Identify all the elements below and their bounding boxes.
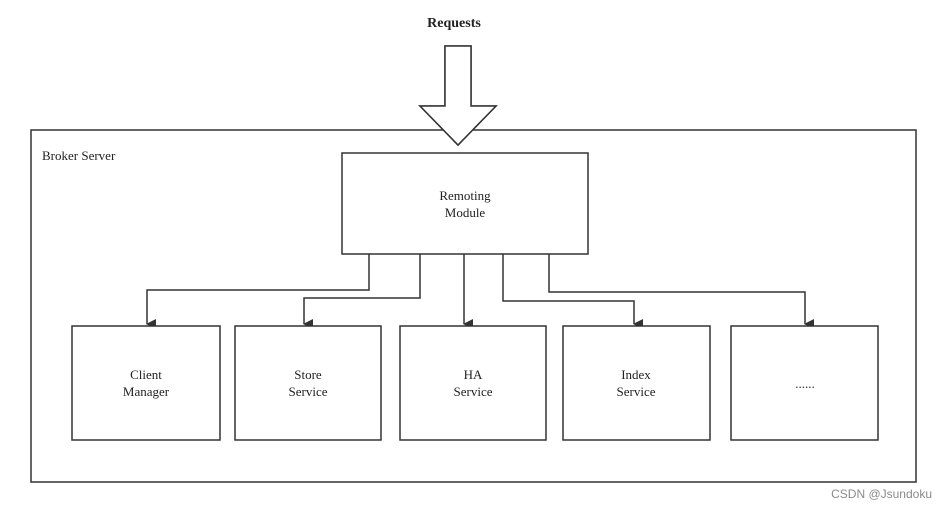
module-label-line1: Store (294, 367, 322, 382)
module-label-line2: Service (289, 384, 328, 399)
requests-label: Requests (427, 16, 481, 31)
remoting-module-label-line1: Remoting (439, 188, 491, 203)
module-store-service: Store Service (234, 325, 382, 441)
remoting-module-label-line2: Module (445, 205, 486, 220)
module-label-line2: Service (617, 384, 656, 399)
remoting-module-box (341, 152, 589, 255)
module-label-line1: Index (621, 367, 651, 382)
broker-server-label: Broker Server (42, 148, 116, 163)
connector-more (548, 254, 814, 329)
module-label-line1: HA (464, 367, 483, 382)
module-label-line1: Client (130, 367, 162, 382)
connector-index-service (502, 254, 643, 329)
connector-client-manager (146, 254, 370, 329)
requests-arrow-tip (418, 45, 498, 147)
module-label-line2: Service (454, 384, 493, 399)
module-index-service: Index Service (562, 325, 711, 441)
watermark: CSDN @Jsundoku (831, 487, 932, 501)
module-client-manager: Client Manager (71, 325, 221, 441)
module-ha-service: HA Service (399, 325, 547, 441)
connector-store-service (303, 254, 421, 329)
module-label-line1: ...... (795, 376, 815, 391)
module-more: ...... (730, 325, 879, 441)
module-label-line2: Manager (123, 384, 170, 399)
